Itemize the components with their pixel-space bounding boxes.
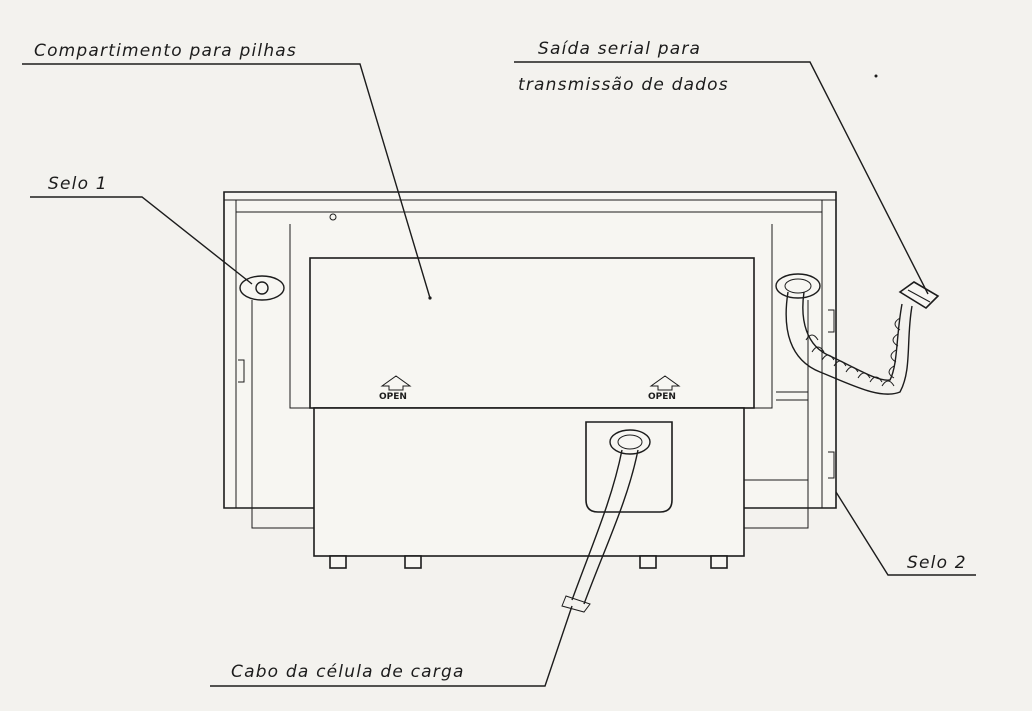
- open-label-left: OPEN: [379, 392, 407, 402]
- foot: [404, 555, 422, 569]
- leader-lines: [22, 61, 976, 687]
- label-battery-compartment: Compartimento para pilhas: [34, 41, 297, 61]
- foot: [329, 555, 347, 569]
- battery-compartment-cover: [309, 257, 755, 409]
- foot: [710, 555, 728, 569]
- label-seal-1: Selo 1: [48, 174, 108, 194]
- seal-1-screw-icon: [239, 275, 285, 301]
- speck: [874, 74, 878, 78]
- serial-port-connector-icon: [775, 273, 821, 299]
- open-label-right: OPEN: [648, 392, 676, 402]
- label-load-cell-cable: Cabo da célula de carga: [231, 662, 465, 682]
- label-serial-output-line2: transmissão de dados: [518, 75, 729, 95]
- serial-coiled-cable: [785, 291, 913, 395]
- foot: [639, 555, 657, 569]
- open-arrow-left-icon: [380, 375, 412, 391]
- label-seal-2: Selo 2: [907, 553, 967, 573]
- serial-plug-icon: [898, 281, 940, 310]
- load-cell-connector-housing: [585, 421, 673, 513]
- device-body: OPEN OPEN: [223, 191, 940, 613]
- load-cell-cable: [571, 449, 623, 601]
- open-arrow-right-icon: [649, 375, 681, 391]
- load-cell-connector-icon: [609, 429, 651, 455]
- base-block: [313, 407, 745, 557]
- label-serial-output-line1: Saída serial para: [538, 39, 701, 59]
